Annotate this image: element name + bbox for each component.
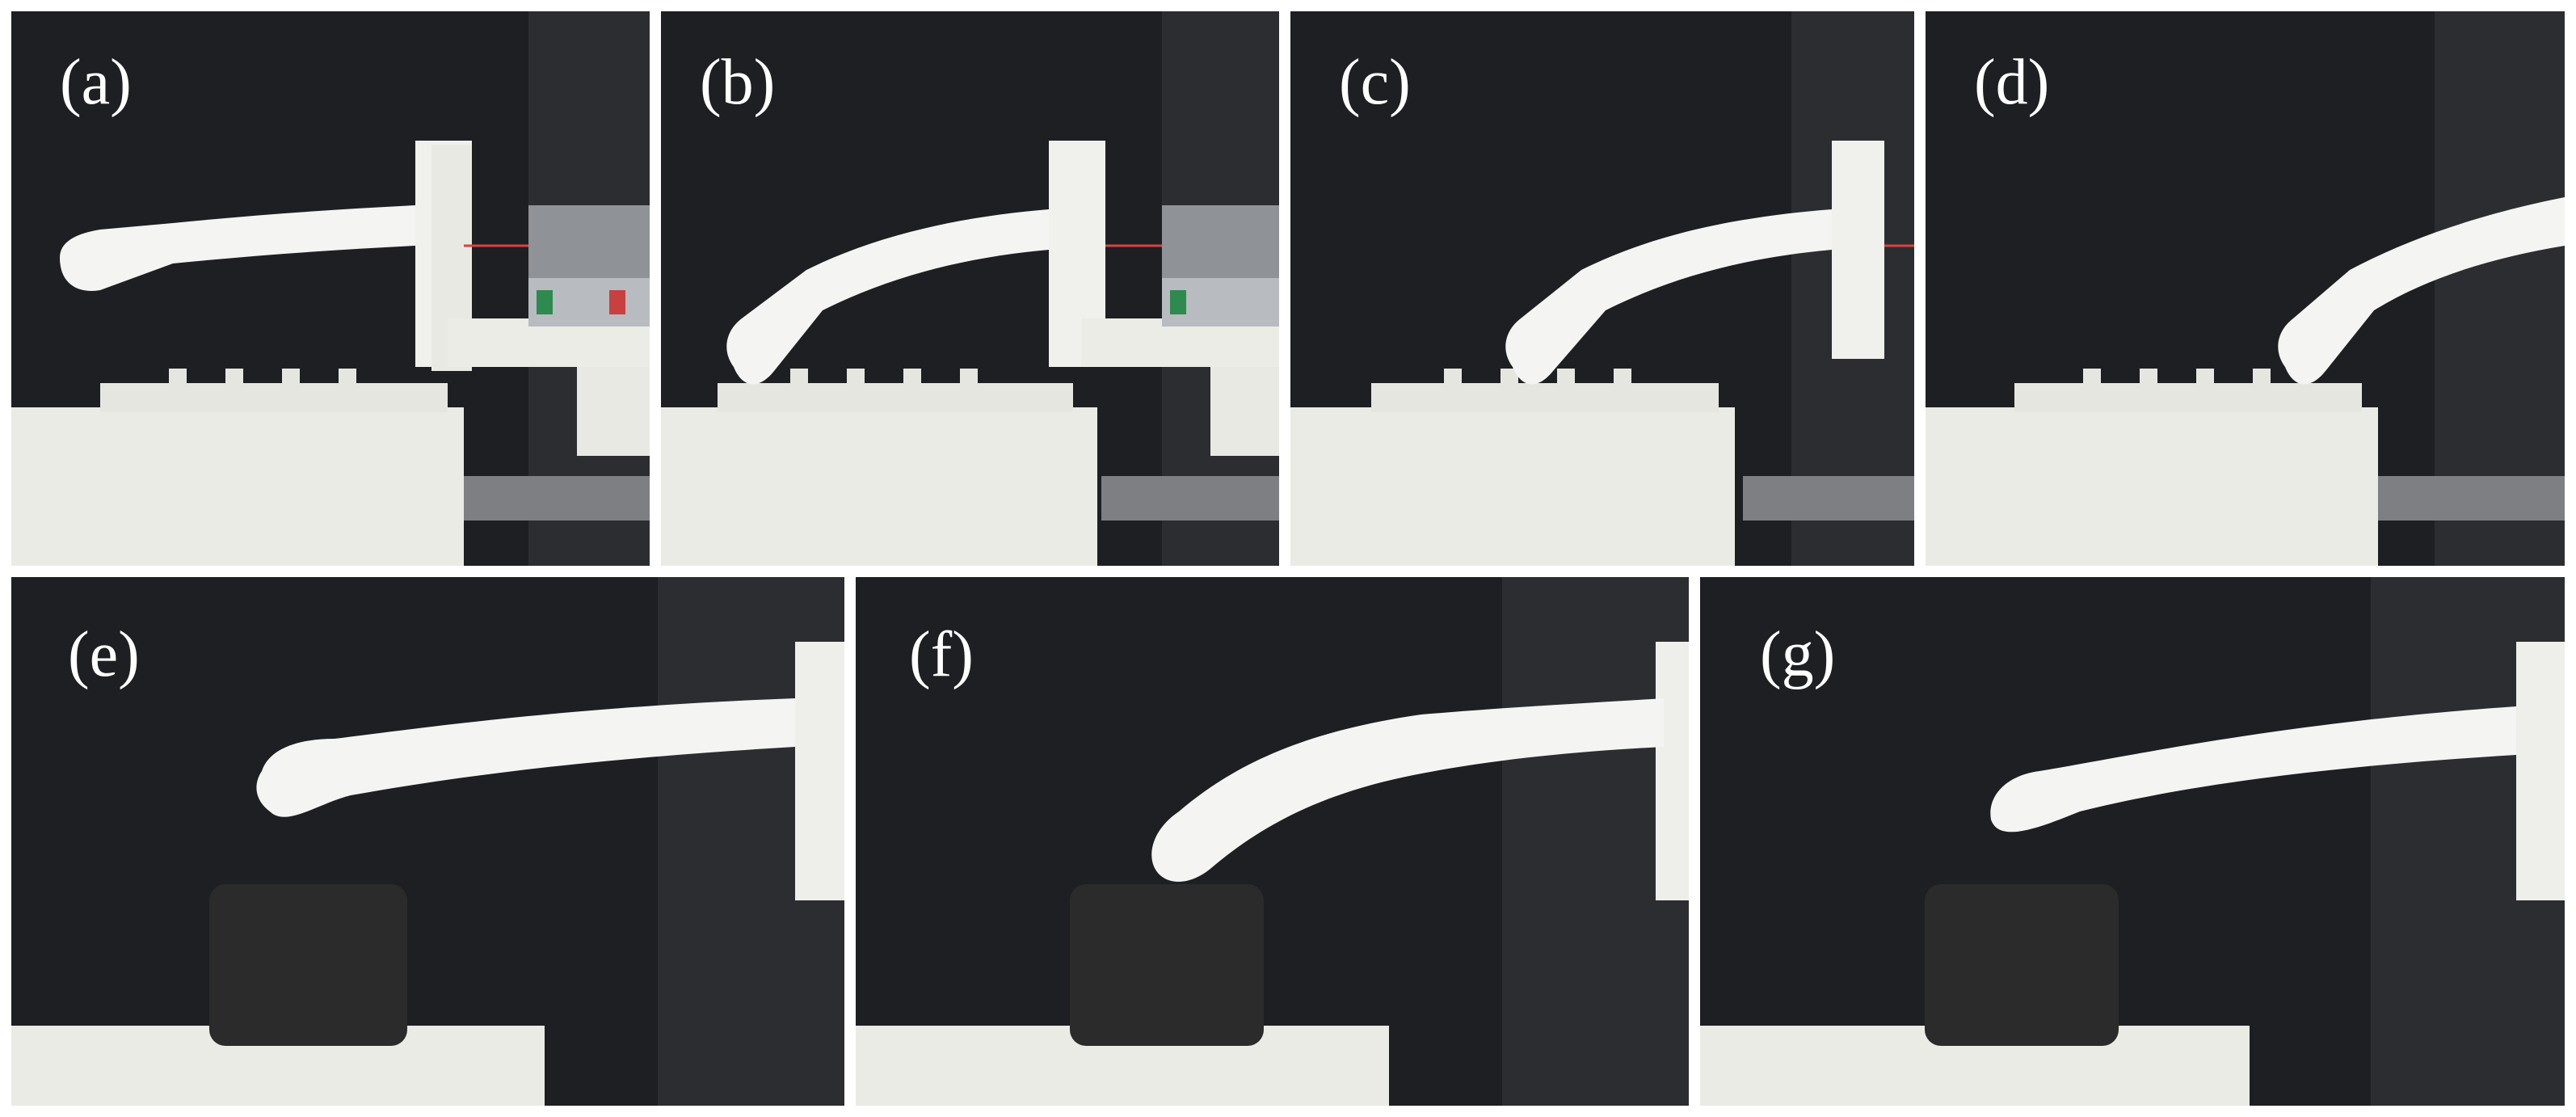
panel-label-d: (d) xyxy=(1974,47,2050,118)
photo-panel-c: (c) xyxy=(1290,11,1914,566)
lead-screw xyxy=(1743,476,1914,521)
lead-screw xyxy=(464,476,650,521)
soft-finger xyxy=(60,205,415,291)
base-block xyxy=(11,407,464,566)
base-block xyxy=(1290,407,1735,566)
foam-cylinder xyxy=(1925,884,2119,1046)
soft-finger xyxy=(1505,209,1832,385)
photo-scene-c xyxy=(1290,11,1914,566)
foam-cylinder xyxy=(209,884,407,1046)
photo-scene-g xyxy=(1700,577,2565,1106)
panel-label-a: (a) xyxy=(60,47,132,118)
mount-bracket xyxy=(1656,642,1689,900)
photo-panel-d: (d) xyxy=(1926,11,2565,566)
soft-finger xyxy=(1990,706,2516,832)
soft-finger xyxy=(2278,197,2565,385)
foam-cylinder xyxy=(1070,884,1264,1046)
motor xyxy=(528,205,650,278)
panel-label-c: (c) xyxy=(1339,47,1411,118)
photo-scene-a xyxy=(11,11,650,566)
soft-finger xyxy=(1151,698,1664,882)
photo-scene-b xyxy=(661,11,1279,566)
panel-label-e: (e) xyxy=(68,619,140,690)
photo-panel-f: (f) xyxy=(856,577,1689,1106)
motor xyxy=(1162,205,1279,278)
photo-panel-g: (g) xyxy=(1700,577,2565,1106)
lead-screw xyxy=(1101,476,1279,521)
base-block xyxy=(1926,407,2378,566)
photo-panel-b: (b) xyxy=(661,11,1279,566)
photo-panel-a: (a) xyxy=(11,11,650,566)
mount-bracket xyxy=(795,642,844,900)
base-block xyxy=(661,407,1097,566)
photo-panel-e: (e) xyxy=(11,577,844,1106)
mount-bracket xyxy=(2516,642,2565,900)
panel-label-b: (b) xyxy=(700,47,776,118)
photo-scene-f xyxy=(856,577,1689,1106)
photo-scene-e xyxy=(11,577,844,1106)
soft-finger xyxy=(256,698,795,817)
lead-screw xyxy=(2378,476,2565,521)
photo-scene-d xyxy=(1926,11,2565,566)
soft-finger xyxy=(726,209,1049,385)
mount-bracket xyxy=(1832,141,1884,359)
panel-label-f: (f) xyxy=(909,619,974,690)
panel-label-g: (g) xyxy=(1760,619,1836,690)
